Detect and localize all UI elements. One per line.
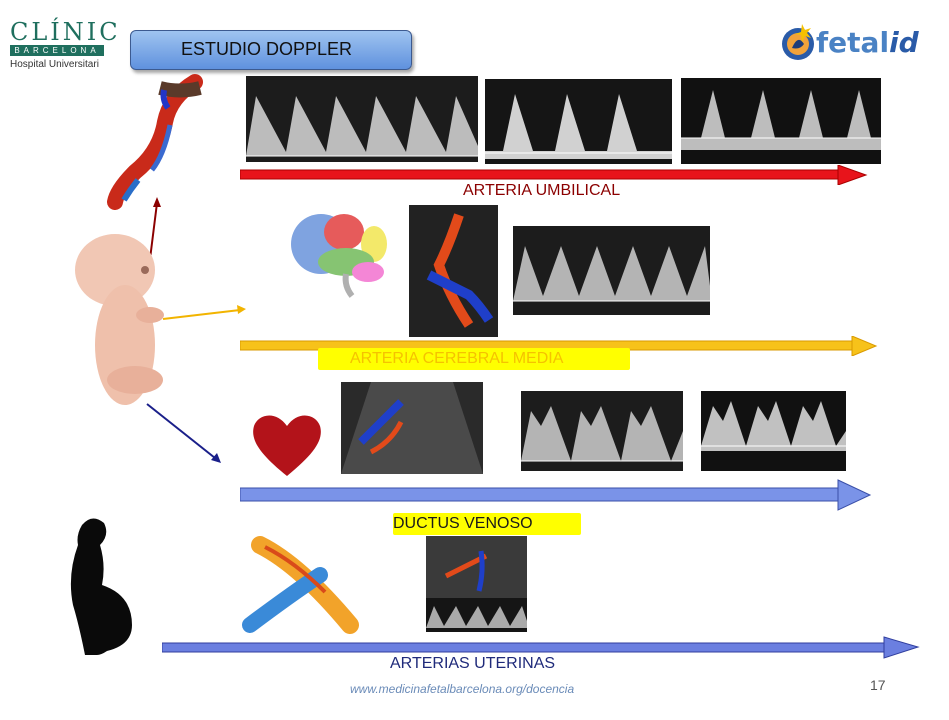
label-arterias-uterinas: ARTERIAS UTERINAS <box>390 655 556 672</box>
fetus-icon <box>75 234 164 405</box>
label-ductus-venoso: DUCTUS VENOSO <box>393 513 581 535</box>
uterine-artery-icon <box>242 536 359 634</box>
ductus-doppler-2 <box>701 391 846 471</box>
uterine-doppler <box>426 536 527 632</box>
heart-icon <box>253 415 321 476</box>
umbilical-arrow <box>240 165 868 185</box>
umbilical-cord-icon <box>107 74 203 210</box>
label-arteria-umbilical: ARTERIA UMBILICAL <box>463 182 621 199</box>
page-number: 17 <box>870 677 886 693</box>
clinic-city: BARCELONA <box>10 45 104 56</box>
ductus-arrow <box>240 479 872 511</box>
clinic-hospital: Hospital Universitari <box>10 59 99 70</box>
cerebral-doppler-waveform <box>513 226 710 315</box>
fetal-id-wordmark: fetalid <box>816 26 919 59</box>
ductus-color-doppler <box>341 382 483 474</box>
umbilical-doppler-3 <box>681 78 881 164</box>
umbilical-doppler-1 <box>246 76 478 162</box>
fetal-suffix: id <box>889 26 919 59</box>
uterinas-arrow <box>162 636 920 659</box>
cerebral-color-doppler <box>409 205 498 337</box>
footer-url: www.medicinafetalbarcelona.org/docencia <box>350 682 575 696</box>
title-banner: ESTUDIO DOPPLER <box>130 30 412 70</box>
fetal-id-logo: fetalid <box>776 18 926 68</box>
ductus-pointer-arrow <box>146 403 221 463</box>
brain-icon <box>291 214 387 298</box>
cerebral-pointer-arrow <box>162 305 246 320</box>
fetal-prefix: fetal <box>816 26 890 59</box>
pregnant-silhouette-icon <box>70 518 132 655</box>
clinic-logo: CLÍNIC BARCELONA Hospital Universitari <box>10 18 121 73</box>
umbilical-doppler-2 <box>485 79 672 164</box>
fetal-logo-icon <box>782 24 814 60</box>
clinic-name: CLÍNIC <box>10 18 121 46</box>
page-title: ESTUDIO DOPPLER <box>181 39 353 59</box>
ductus-doppler-1 <box>521 391 683 471</box>
label-arteria-cerebral-media: ARTERIA CEREBRAL MEDIA <box>318 348 630 370</box>
